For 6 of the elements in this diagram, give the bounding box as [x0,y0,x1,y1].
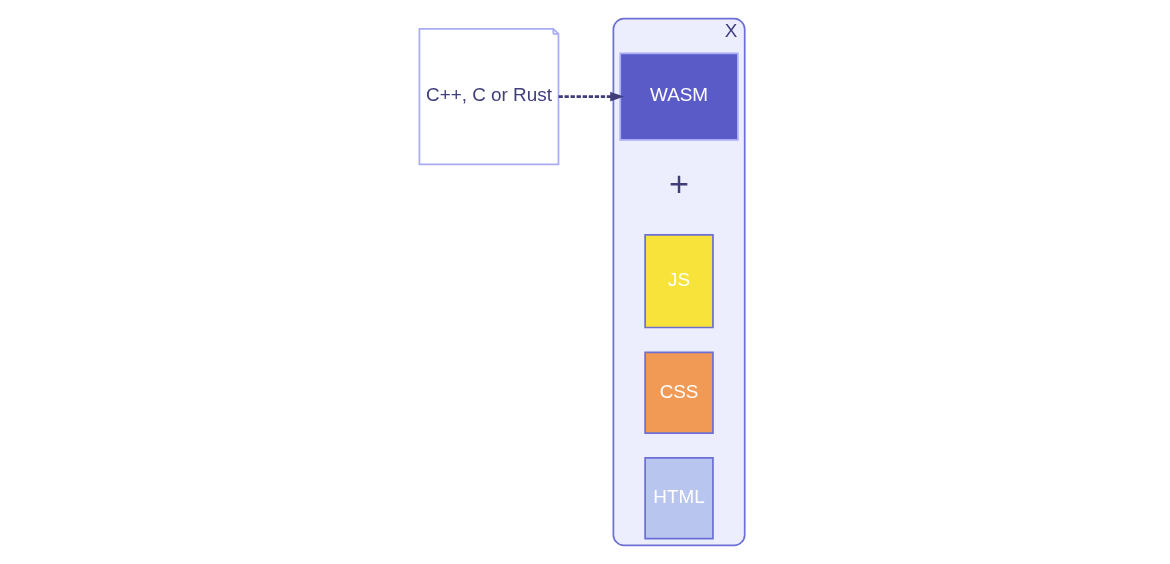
node-box: HTML [643,457,714,540]
node-box: WASM [618,52,739,141]
node-box: CSS [643,351,714,434]
node-box: JS [643,233,714,329]
arrow [558,91,624,102]
label: + [668,165,689,204]
